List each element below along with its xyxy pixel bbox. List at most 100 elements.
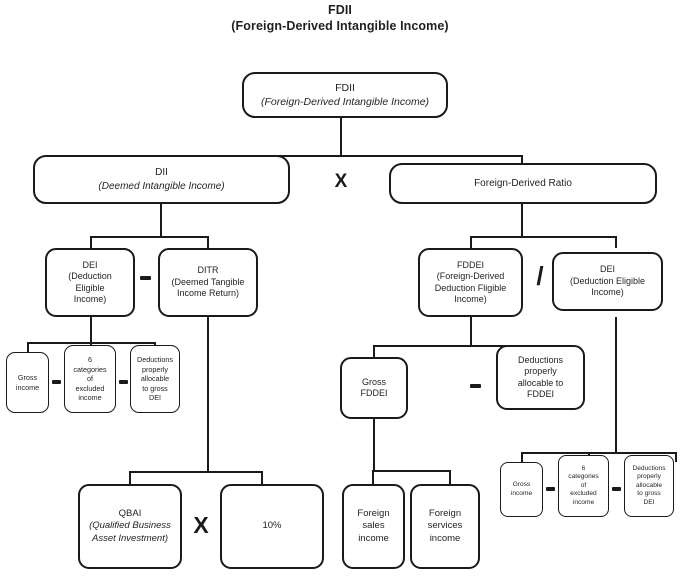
operator-multiply-qbai: X bbox=[193, 512, 209, 538]
node-dei-right-line1: DEI bbox=[599, 264, 615, 275]
diagram-title-line2: (Foreign-Derived Intangible Income) bbox=[231, 19, 449, 33]
node-deductions-gross-dei-right-line1: Deductions bbox=[632, 464, 666, 472]
connector-dii-bar bbox=[90, 236, 209, 238]
node-foreign-derived-ratio-line1: Foreign-Derived Ratio bbox=[474, 177, 572, 189]
node-fddei-line4: Income) bbox=[454, 294, 487, 304]
node-ditr: DITR (Deemed Tangible Income Return) bbox=[158, 248, 258, 317]
diagram-title-line1: FDII bbox=[327, 3, 352, 17]
node-fddei-line2: (Foreign-Derived bbox=[436, 271, 505, 281]
connector-dii-down bbox=[160, 203, 162, 238]
connector-gross-fddei-down bbox=[373, 419, 375, 472]
node-deductions-gross-dei-left-line3: allocable bbox=[140, 374, 170, 384]
node-deductions-gross-dei-right-line5: DEI bbox=[643, 498, 655, 506]
connector-fddei-bar bbox=[373, 345, 542, 347]
node-gross-income-right-line1: Gross bbox=[512, 480, 531, 488]
connector-to-deductions-right bbox=[675, 452, 677, 462]
node-fdii: FDII (Foreign-Derived Intangible Income) bbox=[242, 72, 448, 118]
node-deductions-gross-dei-right-line3: allocable bbox=[635, 481, 663, 489]
node-excluded-categories-right-line4: excluded bbox=[570, 490, 597, 498]
connector-to-foreign-sales bbox=[372, 470, 374, 484]
node-dei-right-line2: (Deduction Eligible bbox=[569, 275, 646, 286]
operator-minus-gross-excluded-left bbox=[52, 380, 61, 384]
connector-fdii-down bbox=[340, 117, 342, 157]
connector-dei-right-bar bbox=[521, 452, 677, 454]
node-gross-fddei-line1: Gross bbox=[361, 376, 386, 387]
node-excluded-categories-left: 6 categories of excluded income bbox=[64, 345, 116, 413]
connector-to-foreign-services bbox=[449, 470, 451, 484]
node-gross-income-left-line1: Gross bbox=[17, 372, 38, 382]
node-dei-left-line2: (Deduction bbox=[68, 271, 112, 281]
operator-minus-gross-excluded-right bbox=[546, 487, 555, 491]
connector-to-qbai bbox=[129, 471, 131, 484]
node-deductions-gross-dei-right-line4: to gross bbox=[637, 490, 661, 498]
node-qbai: QBAI (Qualified Business Asset Investmen… bbox=[78, 484, 182, 569]
node-ditr-line2: (Deemed Tangible bbox=[171, 276, 245, 287]
node-dii-line2: (Deemed Intangible Income) bbox=[98, 180, 225, 192]
connector-to-fd-ratio bbox=[521, 155, 523, 166]
node-foreign-services-income-line1: Foreign bbox=[428, 507, 462, 519]
node-excluded-categories-left-line1: 6 bbox=[88, 355, 92, 365]
node-dei-right-line3: Income) bbox=[591, 287, 624, 298]
node-gross-income-right-line2: income bbox=[510, 489, 533, 497]
node-ten-percent: 10% bbox=[220, 484, 324, 569]
node-deductions-gross-dei-left-line5: DEI bbox=[149, 393, 161, 403]
connector-to-ditr bbox=[207, 236, 209, 248]
operator-minus-fddei bbox=[470, 384, 481, 388]
node-dei-left-line1: DEI bbox=[82, 259, 98, 270]
operator-minus-excluded-deductions-right bbox=[612, 487, 621, 491]
connector-ratio-down bbox=[521, 203, 523, 238]
node-fddei: FDDEI (Foreign-Derived Deduction Fligibl… bbox=[418, 248, 523, 317]
diagram-title: FDII (Foreign-Derived Intangible Income) bbox=[0, 2, 680, 34]
node-dii-line1: DII bbox=[155, 166, 168, 178]
node-excluded-categories-right-line5: income bbox=[572, 498, 595, 506]
connector-to-gross-income-left bbox=[27, 342, 29, 352]
node-foreign-services-income: Foreign services income bbox=[410, 484, 480, 569]
node-gross-fddei-line2: FDDEI bbox=[360, 388, 388, 398]
connector-level2-bar bbox=[161, 155, 523, 157]
connector-qbai-bar bbox=[129, 471, 263, 473]
node-foreign-sales-income-line2: sales bbox=[362, 520, 385, 532]
connector-to-gross-fddei bbox=[373, 345, 375, 357]
connector-to-dei-right bbox=[615, 236, 617, 248]
node-qbai-line2: (Qualified Business bbox=[89, 520, 171, 532]
node-ditr-line3: Income Return) bbox=[176, 288, 240, 299]
connector-fddei-down bbox=[470, 317, 472, 347]
node-gross-income-left-line2: income bbox=[15, 382, 40, 392]
connector-to-fddei bbox=[470, 236, 472, 248]
node-foreign-derived-ratio: Foreign-Derived Ratio bbox=[389, 163, 657, 204]
operator-multiply-top: X bbox=[334, 171, 348, 192]
node-foreign-sales-income-line3: income bbox=[358, 532, 389, 544]
node-excluded-categories-right-line3: of bbox=[580, 481, 587, 489]
connector-dei-right-down bbox=[615, 317, 617, 454]
node-deductions-gross-dei-right: Deductions properly allocable to gross D… bbox=[624, 455, 674, 517]
connector-to-dei-left bbox=[90, 236, 92, 248]
node-excluded-categories-left-line3: of bbox=[87, 374, 93, 384]
node-qbai-line1: QBAI bbox=[118, 507, 142, 519]
node-deductions-gross-dei-left-line2: properly bbox=[142, 364, 168, 374]
node-excluded-categories-right-line1: 6 bbox=[581, 464, 586, 472]
node-fddei-line3: Deduction Fligible bbox=[434, 282, 507, 293]
node-deductions-fddei-line1: Deductions bbox=[517, 354, 564, 365]
node-deductions-gross-dei-right-line2: properly bbox=[637, 473, 661, 481]
node-dei-left-line3: Eligible bbox=[75, 282, 105, 293]
node-excluded-categories-left-line4: excluded bbox=[75, 383, 105, 393]
node-excluded-categories-right: 6 categories of excluded income bbox=[558, 455, 609, 517]
node-deductions-fddei-line4: FDDEI bbox=[527, 389, 554, 399]
operator-minus-dei-ditr bbox=[140, 276, 151, 280]
node-gross-income-right: Gross income bbox=[500, 462, 543, 517]
node-deductions-fddei-line2: properly bbox=[524, 366, 557, 376]
node-dii: DII (Deemed Intangible Income) bbox=[33, 155, 290, 204]
operator-minus-excluded-deductions-left bbox=[119, 380, 128, 384]
connector-dei-left-down bbox=[90, 317, 92, 344]
node-foreign-sales-income: Foreign sales income bbox=[342, 484, 405, 569]
node-deductions-fddei-line3: allocable to bbox=[517, 377, 564, 388]
node-fdii-line1: FDII bbox=[335, 82, 355, 94]
node-foreign-sales-income-line1: Foreign bbox=[357, 507, 390, 519]
node-excluded-categories-left-line5: income bbox=[78, 393, 102, 403]
node-deductions-gross-dei-left-line1: Deductions bbox=[137, 355, 173, 365]
connector-to-gross-income-right bbox=[521, 452, 523, 462]
node-dei-left: DEI (Deduction Eligible Income) bbox=[45, 248, 135, 317]
node-gross-fddei: Gross FDDEI bbox=[340, 357, 408, 419]
node-fddei-line1: FDDEI bbox=[457, 259, 484, 270]
